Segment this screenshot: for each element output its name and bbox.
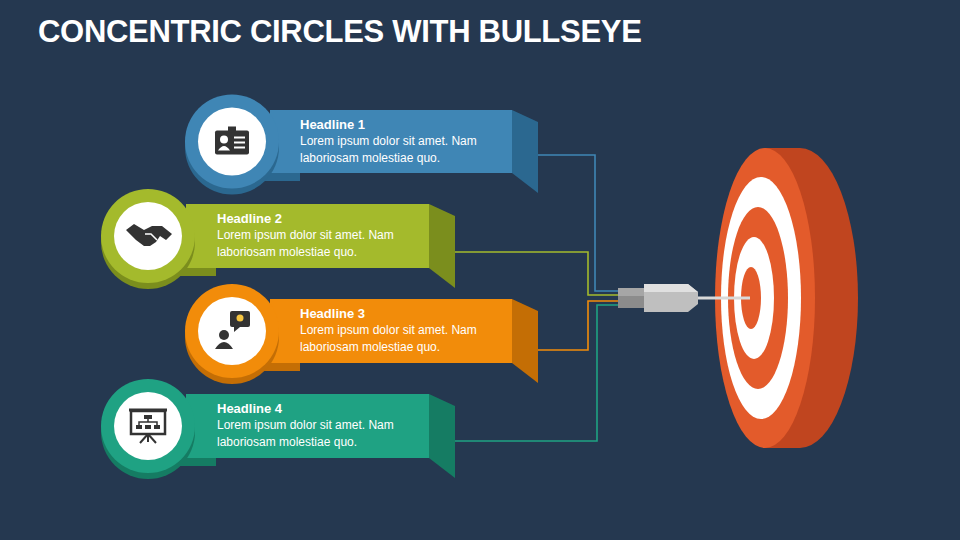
idea-icon — [219, 330, 229, 340]
handshake-icon — [126, 224, 172, 246]
idea-icon — [234, 327, 240, 332]
icon-circle — [185, 95, 279, 189]
band-fold — [512, 110, 538, 193]
headline-text: Headline 2 — [217, 210, 419, 227]
idea-icon — [230, 311, 250, 327]
icon-circle — [185, 284, 279, 378]
icon-circle-inner — [198, 297, 266, 365]
headline-banner: Headline 1Lorem ipsum dolor sit amet. Na… — [300, 110, 512, 173]
body-text: Lorem ipsum dolor sit amet. Nam laborios… — [217, 417, 399, 451]
board-icon — [136, 425, 142, 429]
band — [186, 394, 429, 458]
band — [186, 204, 429, 268]
body-text: Lorem ipsum dolor sit amet. Nam laborios… — [300, 133, 482, 167]
icon-circle-inner — [114, 202, 182, 270]
idea-icon — [215, 342, 233, 349]
id-card-icon — [234, 147, 245, 149]
icon-circle — [101, 189, 195, 283]
headline-text: Headline 4 — [217, 400, 419, 417]
id-card-icon — [215, 131, 249, 155]
band-fold — [429, 204, 455, 288]
id-card-icon — [220, 136, 228, 144]
board-icon — [154, 425, 160, 429]
icon-circle-inner — [198, 108, 266, 176]
body-text: Lorem ipsum dolor sit amet. Nam laborios… — [300, 322, 482, 356]
idea-icon — [237, 315, 244, 322]
band — [270, 299, 512, 363]
headline-banner: Headline 4Lorem ipsum dolor sit amet. Na… — [217, 394, 429, 458]
board-icon — [144, 415, 152, 419]
headline-banner: Headline 3Lorem ipsum dolor sit amet. Na… — [300, 299, 512, 363]
icon-circle — [101, 379, 195, 473]
banner-graphic — [185, 284, 538, 384]
banner-graphic — [101, 189, 455, 289]
board-icon — [139, 419, 157, 425]
handshake-icon — [145, 234, 157, 240]
headline-banner: Headline 2Lorem ipsum dolor sit amet. Na… — [217, 204, 429, 268]
headline-text: Headline 1 — [300, 116, 502, 133]
body-text: Lorem ipsum dolor sit amet. Nam laborios… — [217, 227, 399, 261]
slide-title: CONCENTRIC CIRCLES WITH BULLSEYE — [38, 14, 642, 50]
board-icon — [131, 411, 165, 434]
board-icon — [140, 434, 156, 443]
banner-graphic — [101, 379, 455, 479]
band — [270, 110, 512, 173]
id-card-icon — [218, 146, 230, 151]
id-card-icon — [234, 137, 245, 139]
band-fold — [512, 299, 538, 383]
id-card-icon — [228, 127, 236, 133]
banner-graphic — [185, 95, 538, 195]
dart — [618, 284, 750, 312]
board-icon — [129, 409, 167, 412]
board-icon — [145, 425, 151, 429]
wires — [455, 155, 620, 441]
icon-circle-inner — [114, 392, 182, 460]
band-fold — [429, 394, 455, 478]
headline-text: Headline 3 — [300, 305, 502, 322]
id-card-icon — [234, 142, 245, 144]
